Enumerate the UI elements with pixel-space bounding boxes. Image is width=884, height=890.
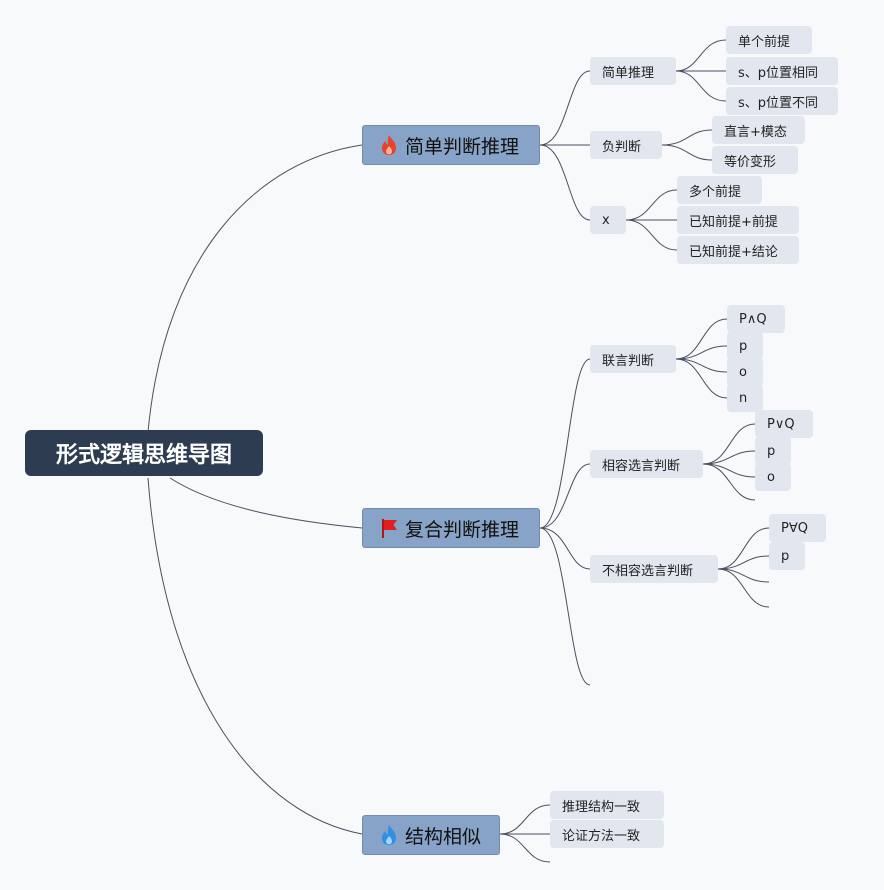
- leaf-sp-different-position[interactable]: s、p位置不同: [726, 87, 838, 115]
- fire-blue-icon: [382, 825, 396, 845]
- leaf-known-premise-premise[interactable]: 已知前提+前提: [677, 206, 799, 234]
- connector: [675, 358, 728, 399]
- connector: [702, 450, 756, 465]
- root-topic[interactable]: 形式逻辑思维导图: [25, 430, 263, 476]
- connector: [675, 358, 728, 373]
- connector: [717, 568, 770, 608]
- connector: [625, 189, 678, 221]
- connector: [717, 568, 770, 583]
- branch-label: 简单判断推理: [405, 135, 520, 158]
- leaf-o[interactable]: o: [727, 358, 763, 386]
- leaf-equivalent-transform[interactable]: 等价变形: [712, 146, 798, 174]
- connector: [147, 144, 363, 433]
- connector: [717, 527, 770, 570]
- connector: [702, 463, 756, 501]
- leaf-o[interactable]: o: [755, 463, 791, 491]
- leaf-p-and-q[interactable]: P∧Q: [727, 305, 785, 333]
- red-flag-icon: [382, 519, 397, 538]
- connector: [539, 358, 591, 529]
- connector: [675, 70, 727, 102]
- connector: [499, 833, 551, 863]
- sub-conjunctive-judgment[interactable]: 联言判断: [590, 345, 676, 373]
- leaf-p[interactable]: p: [727, 332, 763, 360]
- leaf-p[interactable]: p: [769, 542, 805, 570]
- leaf-n[interactable]: n: [727, 384, 763, 412]
- sub-same-reasoning-structure[interactable]: 推理结构一致: [550, 791, 664, 819]
- sub-x[interactable]: x: [590, 206, 626, 234]
- leaf-multiple-premises[interactable]: 多个前提: [677, 176, 762, 204]
- connector: [539, 463, 591, 529]
- connector: [702, 463, 756, 478]
- connector: [539, 527, 591, 686]
- connector: [675, 39, 727, 72]
- fire-red-icon: [382, 135, 396, 155]
- connector: [661, 129, 713, 146]
- connector: [539, 70, 591, 146]
- branch-label: 复合判断推理: [405, 518, 520, 541]
- leaf-known-premise-conclusion[interactable]: 已知前提+结论: [677, 236, 799, 264]
- branch-compound-judgment[interactable]: 复合判断推理: [362, 508, 540, 548]
- connector: [625, 219, 678, 251]
- sub-simple-inference[interactable]: 简单推理: [590, 57, 676, 85]
- connector: [675, 345, 728, 360]
- leaf-single-premise[interactable]: 单个前提: [726, 26, 812, 54]
- sub-same-argument-method[interactable]: 论证方法一致: [550, 820, 664, 848]
- connector: [717, 555, 770, 570]
- sub-inclusive-disjunctive[interactable]: 相容选言判断: [590, 450, 703, 478]
- connector: [147, 477, 363, 835]
- connector: [499, 804, 551, 835]
- connector: [675, 318, 728, 360]
- connector: [169, 477, 363, 529]
- leaf-sp-same-position[interactable]: s、p位置相同: [726, 57, 838, 85]
- leaf-categorical-modal[interactable]: 直言+模态: [712, 116, 805, 144]
- leaf-p-xor-q[interactable]: P∀Q: [769, 514, 826, 542]
- branch-simple-judgment[interactable]: 简单判断推理: [362, 125, 540, 165]
- sub-exclusive-disjunctive[interactable]: 不相容选言判断: [590, 555, 718, 583]
- branch-structural-similarity[interactable]: 结构相似: [362, 815, 500, 855]
- branch-label: 结构相似: [405, 825, 482, 848]
- leaf-p-or-q[interactable]: P∨Q: [755, 410, 813, 438]
- connector: [539, 527, 591, 570]
- connector: [702, 423, 756, 465]
- sub-negative-judgment[interactable]: 负判断: [590, 131, 662, 159]
- leaf-p[interactable]: p: [755, 437, 791, 465]
- connector: [539, 144, 591, 221]
- connector: [661, 144, 713, 161]
